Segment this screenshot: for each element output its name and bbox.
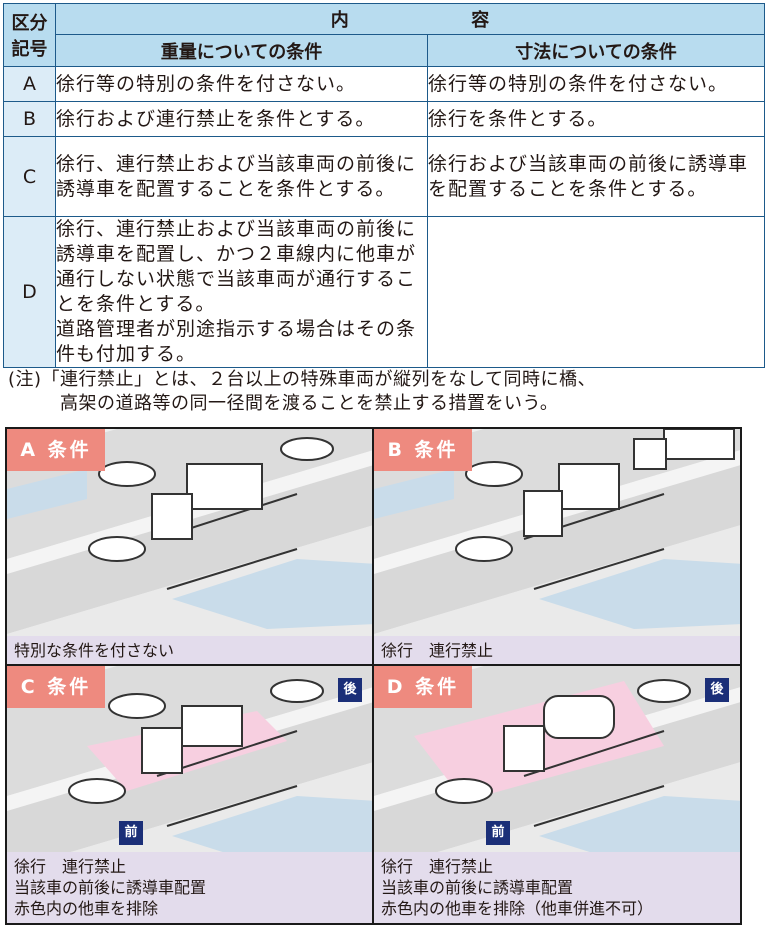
row-code: B: [3, 101, 56, 137]
panel-c-tag: C 条件: [7, 666, 105, 708]
panel-d-caption-line: 赤色内の他車を排除（他車併進不可）: [381, 899, 654, 918]
front-escort-badge: 前: [486, 821, 510, 845]
row-weight: 徐行等の特別の条件を付さない。: [55, 66, 428, 102]
header-naiyou-1: 内: [330, 10, 349, 31]
row-code: A: [3, 66, 56, 102]
panel-a-tag: A 条件: [7, 429, 105, 471]
front-escort-badge: 前: [119, 821, 143, 845]
rear-escort-badge: 後: [705, 678, 729, 702]
panel-d-tag: D 条件: [374, 666, 472, 708]
panel-c-caption: 徐行 連行禁止 当該車の前後に誘導車配置 赤色内の他車を排除: [7, 852, 373, 923]
panel-b-caption: 徐行 連行禁止: [374, 636, 740, 665]
row-weight-extra: 道路管理者が別途指示する場合はその条件も付加する。: [56, 318, 417, 365]
header-kubun: 区分: [11, 13, 48, 34]
table-row: A 徐行等の特別の条件を付さない。 徐行等の特別の条件を付さない。: [3, 66, 765, 102]
row-weight-main: 徐行、連行禁止および当該車両の前後に誘導車を配置し、かつ２車線内に他車が通行しな…: [56, 218, 417, 315]
panel-d: D 条件 後 前 徐行 連行禁止 当該車の前後に誘導車配置 赤色内の他車を排除（…: [372, 664, 742, 925]
table-row: D 徐行、連行禁止および当該車両の前後に誘導車を配置し、かつ２車線内に他車が通行…: [3, 216, 765, 368]
row-code: C: [3, 136, 56, 217]
header-kigo: 記号: [11, 39, 48, 60]
table-row: C 徐行、連行禁止および当該車両の前後に誘導車を配置することを条件とする。 徐行…: [3, 136, 765, 217]
panel-c-caption-line: 赤色内の他車を排除: [14, 899, 159, 918]
row-weight: 徐行、連行禁止および当該車両の前後に誘導車を配置することを条件とする。: [55, 136, 428, 217]
row-code: D: [3, 216, 56, 368]
header-kubun-kigo: 区分 記号: [3, 3, 56, 67]
panel-d-caption-line: 徐行 連行禁止: [381, 857, 494, 876]
panel-c-caption-line: 当該車の前後に誘導車配置: [14, 878, 207, 897]
rear-escort-badge: 後: [338, 678, 362, 702]
row-weight: 徐行および連行禁止を条件とする。: [55, 101, 428, 137]
header-dimension: 寸法についての条件: [427, 34, 765, 67]
row-weight: 徐行、連行禁止および当該車両の前後に誘導車を配置し、かつ２車線内に他車が通行しな…: [55, 216, 428, 368]
header-naiyou-2: 容: [471, 10, 490, 31]
condition-table: 区分 記号 内 容 重量についての条件 寸法についての条件 A 徐行等の特別の条…: [3, 3, 765, 368]
panel-a: A 条件 特別な条件を付さない: [5, 427, 375, 667]
header-weight: 重量についての条件: [55, 34, 428, 67]
panel-a-caption-line: 特別な条件を付さない: [14, 641, 175, 660]
table-row: B 徐行および連行禁止を条件とする。 徐行を条件とする。: [3, 101, 765, 137]
footnote: (注)「連行禁止」とは、２台以上の特殊車両が縦列をなして同時に橋、 高架の道路等…: [8, 368, 596, 416]
row-dimension: [427, 216, 765, 368]
panel-a-caption: 特別な条件を付さない: [7, 636, 373, 665]
header-naiyou: 内 容: [55, 3, 765, 35]
panel-c-caption-line: 徐行 連行禁止: [14, 857, 127, 876]
panel-c: C 条件 後 前 徐行 連行禁止 当該車の前後に誘導車配置 赤色内の他車を排除: [5, 664, 375, 925]
panel-d-caption: 徐行 連行禁止 当該車の前後に誘導車配置 赤色内の他車を排除（他車併進不可）: [374, 852, 740, 923]
row-dimension: 徐行を条件とする。: [427, 101, 765, 137]
panel-b: B 条件 徐行 連行禁止: [372, 427, 742, 667]
footnote-line-2: 高架の道路等の同一径間を渡ることを禁止する措置をいう。: [60, 393, 559, 414]
panel-b-caption-line: 徐行 連行禁止: [381, 641, 494, 660]
row-dimension: 徐行等の特別の条件を付さない。: [427, 66, 765, 102]
panel-b-tag: B 条件: [374, 429, 472, 471]
row-dimension: 徐行および当該車両の前後に誘導車を配置することを条件とする。: [427, 136, 765, 217]
footnote-line-1: (注)「連行禁止」とは、２台以上の特殊車両が縦列をなして同時に橋、: [8, 369, 597, 390]
scene-a-illustration: [7, 429, 373, 665]
illustration-panels: A 条件 特別な条件を付さない B 条件 徐行 連行禁止: [5, 427, 764, 925]
panel-d-caption-line: 当該車の前後に誘導車配置: [381, 878, 574, 897]
